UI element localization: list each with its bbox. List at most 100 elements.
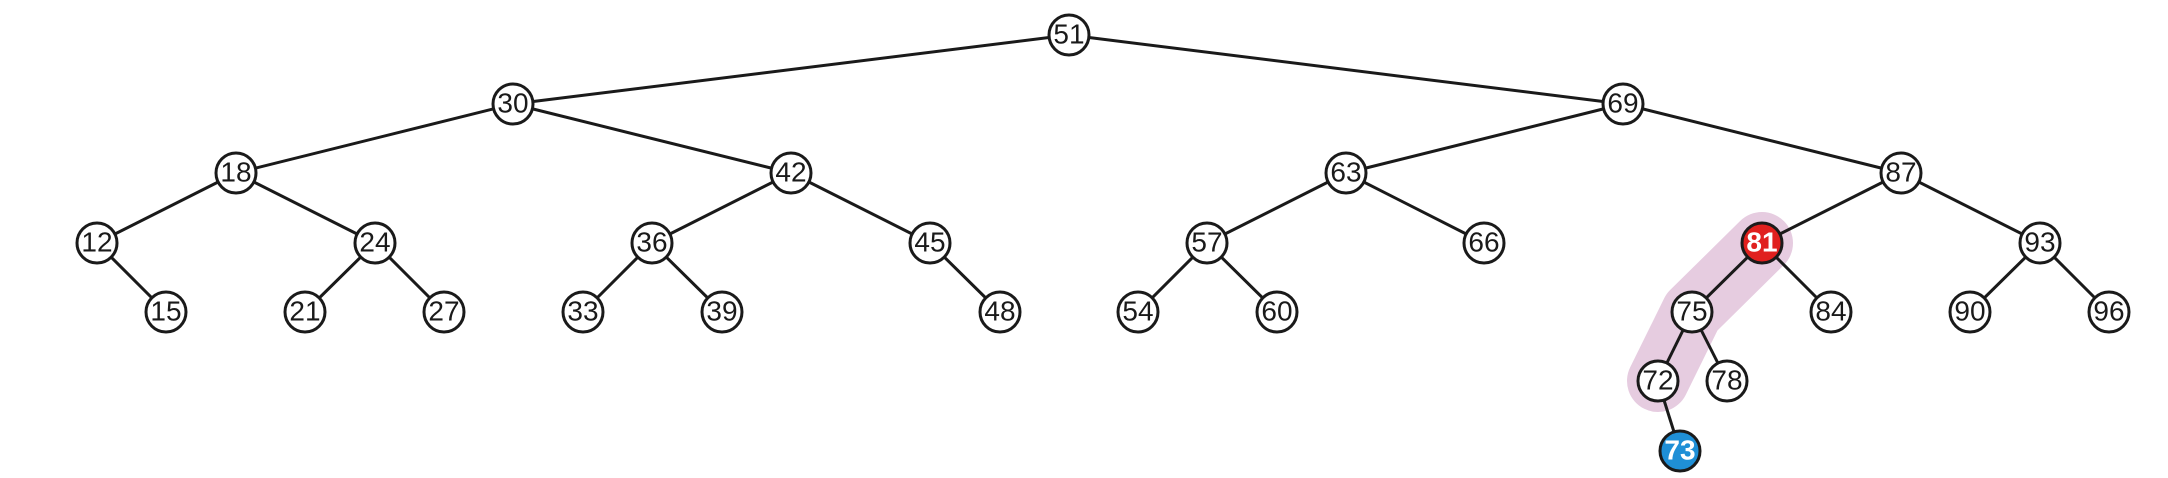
tree-node-circle [144,290,188,334]
tree-node-circle [630,221,674,265]
tree-node-label: 18 [220,156,251,187]
tree-edge [1206,171,1347,245]
tree-node-circle [1324,151,1368,195]
tree-node-label: 96 [2093,295,2124,326]
tree-node-circle [561,290,605,334]
tree-node-circle [700,290,744,334]
tree-edges [95,33,2111,452]
tree-edge [1900,171,2041,245]
tree-edge [1345,102,1624,175]
tree-node-label: 63 [1330,156,1361,187]
tree-node: 72 [1636,359,1680,403]
tree-node: 54 [1116,290,1160,334]
tree-node-label: 72 [1642,364,1673,395]
tree-edge [1068,33,1624,106]
tree-edge [512,102,792,175]
tree-node-label: 90 [1954,295,1985,326]
tree-node: 51 [1047,13,1091,57]
tree-node: 18 [214,151,258,195]
tree-node: 27 [422,290,466,334]
tree-node-circle [2018,221,2062,265]
tree-node-circle [75,221,119,265]
tree-node: 30 [491,82,535,126]
tree-node-circle [422,290,466,334]
tree-edge [790,171,931,245]
tree-edge [1622,102,1902,175]
tree-node-label: 27 [428,295,459,326]
tree-node-circle [491,82,535,126]
tree-node-label: 33 [567,295,598,326]
tree-node-circle [769,151,813,195]
tree-node: 45 [908,221,952,265]
tree-node: 73 [1658,429,1702,473]
tree-node: 39 [700,290,744,334]
tree-edge [651,171,792,245]
tree-node: 42 [769,151,813,195]
tree-node-label: 84 [1815,295,1846,326]
tree-node-label: 57 [1191,226,1222,257]
tree-node-label: 66 [1468,226,1499,257]
tree-node: 66 [1462,221,1506,265]
tree-edge [235,102,514,175]
tree-node-circle [1255,290,1299,334]
tree-node: 96 [2087,290,2131,334]
tree-node-label: 81 [1746,226,1777,257]
tree-node: 84 [1809,290,1853,334]
tree-node-circle [1705,359,1749,403]
tree-node-label: 12 [81,226,112,257]
tree-node: 57 [1185,221,1229,265]
tree-node-circle [1636,359,1680,403]
tree-node-label: 15 [150,295,181,326]
tree-node-label: 42 [775,156,806,187]
tree-node-circle [978,290,1022,334]
tree-node-label: 75 [1676,295,1707,326]
tree-node: 87 [1879,151,1923,195]
tree-edge [235,171,376,245]
tree-node-circle [1601,82,1645,126]
tree-node-circle [2087,290,2131,334]
tree-node: 12 [75,221,119,265]
tree-node: 63 [1324,151,1368,195]
tree-node: 93 [2018,221,2062,265]
tree-node-circle [283,290,327,334]
tree-node-circle [353,221,397,265]
tree-node-circle [1116,290,1160,334]
tree-node-circle [1462,221,1506,265]
tree-node-circle [1047,13,1091,57]
tree-edge [1761,171,1902,245]
tree-node-label: 60 [1261,295,1292,326]
tree-node: 60 [1255,290,1299,334]
tree-node-circle [1670,290,1714,334]
tree-node-circle [1740,221,1784,265]
tree-node-label: 39 [706,295,737,326]
tree-node: 21 [283,290,327,334]
tree-node: 69 [1601,82,1645,126]
tree-node: 15 [144,290,188,334]
tree-node: 24 [353,221,397,265]
tree-edge [96,171,237,245]
tree-node: 78 [1705,359,1749,403]
tree-node-circle [1658,429,1702,473]
tree-node-circle [214,151,258,195]
tree-nodes: 51 30 69 18 42 63 87 12 24 36 45 57 66 81 93 15 21 27 33 39… [75,13,2131,473]
tree-node-label: 78 [1711,364,1742,395]
tree-node: 33 [561,290,605,334]
tree-node: 36 [630,221,674,265]
tree-edge [512,33,1070,106]
tree-node-label: 21 [289,295,320,326]
tree-node-circle [908,221,952,265]
tree-node: 48 [978,290,1022,334]
tree-node: 75 [1670,290,1714,334]
tree-node-label: 69 [1607,87,1638,118]
tree-node-circle [1809,290,1853,334]
tree-node-circle [1948,290,1992,334]
tree-node-label: 24 [359,226,390,257]
tree-node-label: 93 [2024,226,2055,257]
tree-node-label: 30 [497,87,528,118]
tree-node-label: 51 [1053,18,1084,49]
tree-node-circle [1879,151,1923,195]
tree-edge [1345,171,1485,245]
tree-node-label: 45 [914,226,945,257]
tree-node-label: 48 [984,295,1015,326]
